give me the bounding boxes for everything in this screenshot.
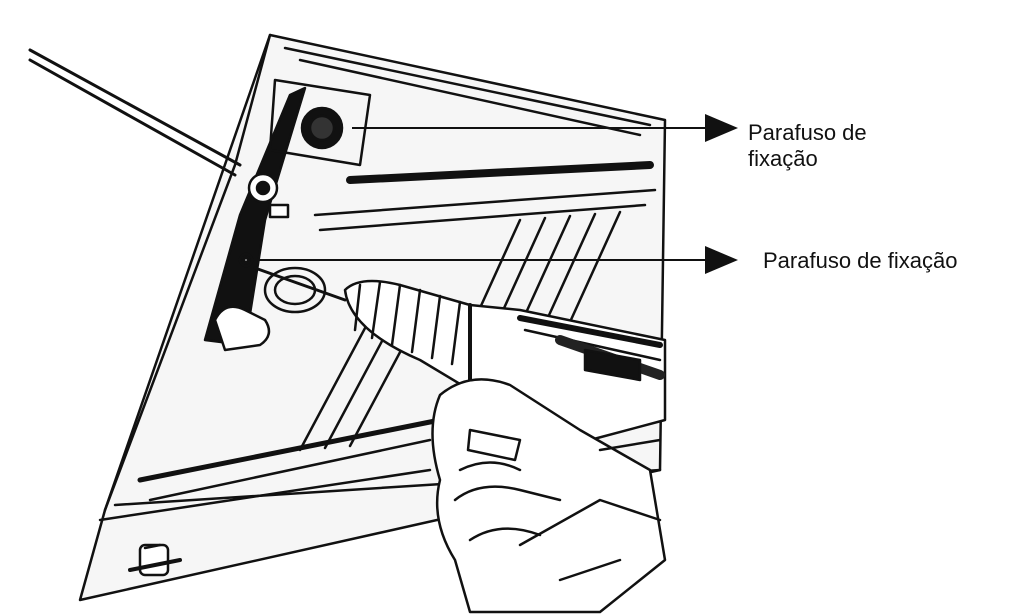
- lower-hinge: [128, 543, 182, 577]
- callout-label-top-line2: fixação: [748, 146, 818, 171]
- callout-label-top: Parafuso de fixação: [748, 120, 948, 172]
- drill: [343, 279, 667, 442]
- callout-line-mid: [252, 246, 738, 274]
- callout-label-mid: Parafuso de fixação: [763, 248, 958, 273]
- top-bar: [28, 48, 242, 177]
- drill-bit: [253, 266, 347, 302]
- callout-label-top-line1: Parafuso de: [748, 120, 867, 145]
- hand: [431, 378, 667, 614]
- top-screw: [268, 78, 372, 167]
- callout-line-top: [352, 114, 738, 142]
